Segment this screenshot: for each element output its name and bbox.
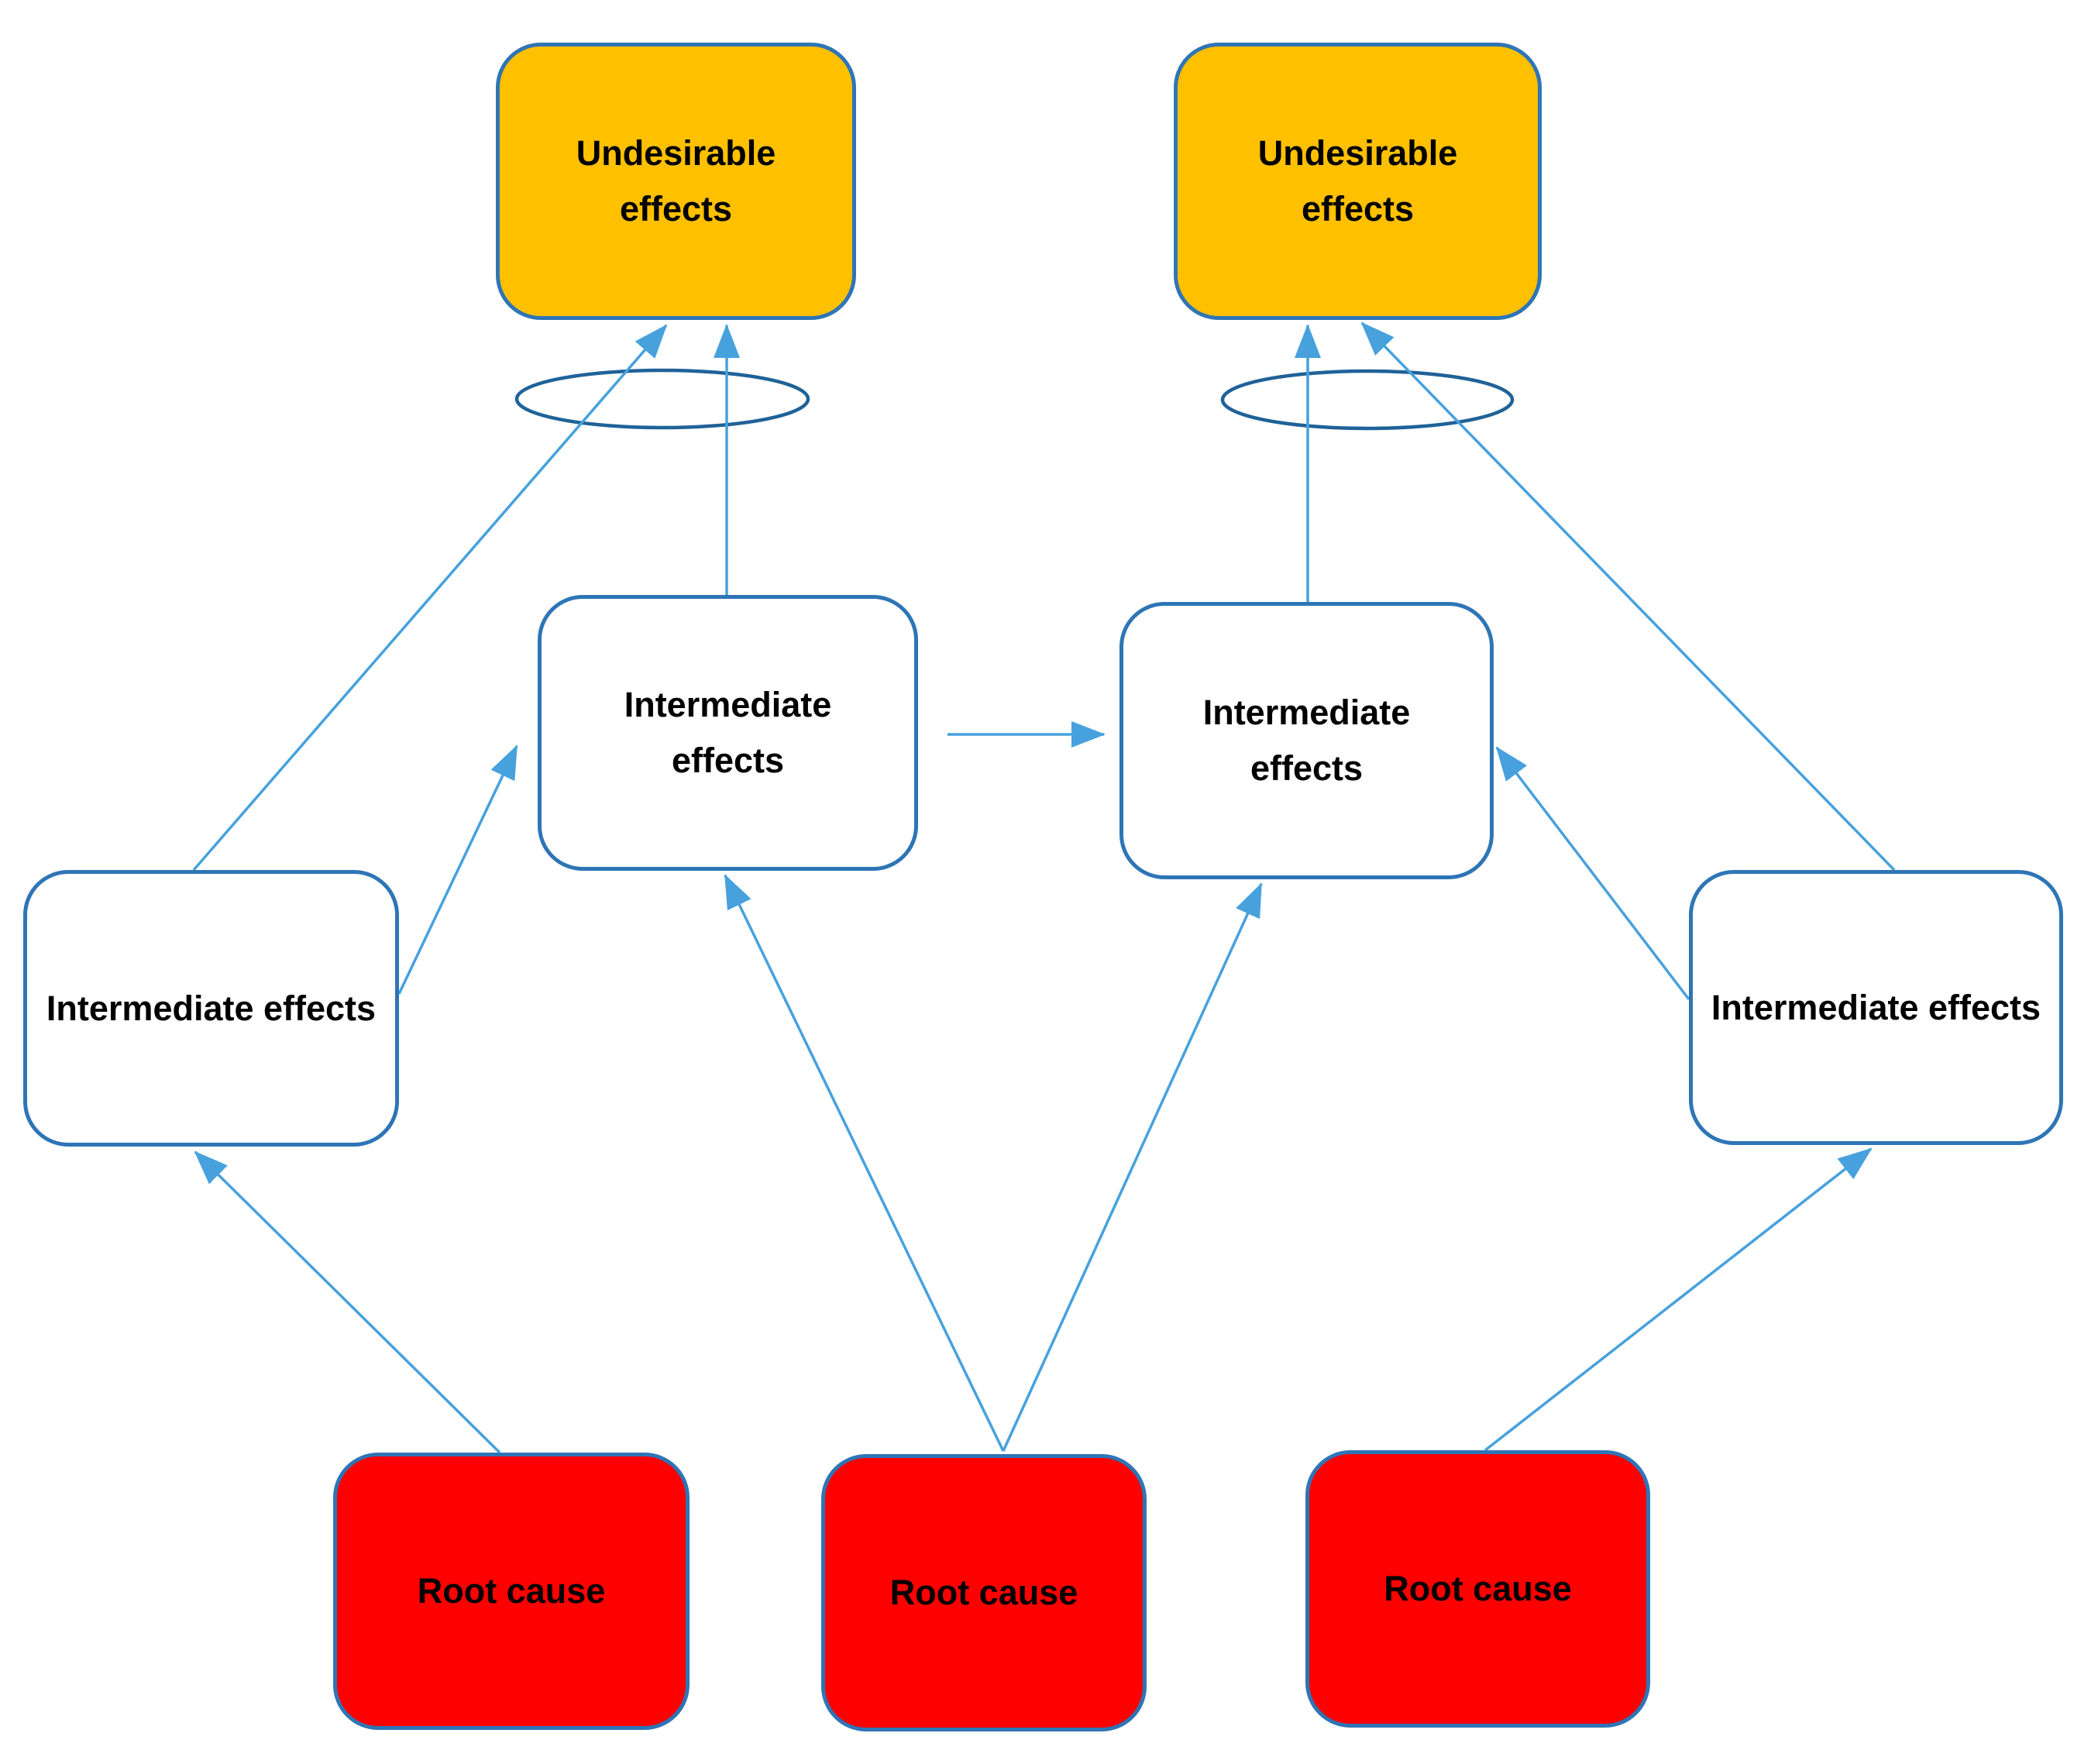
node-root-cause-center: Root cause — [821, 1454, 1147, 1731]
node-label: Root cause — [417, 1571, 606, 1611]
and-junction-ellipse-right — [1220, 369, 1515, 431]
node-undesirable-effects-left: Undesirable effects — [496, 43, 856, 320]
node-label: Intermediate effects — [1711, 987, 2041, 1027]
edge-int-outer-right-to-ude-right — [1360, 322, 1896, 872]
edge-root-center-to-int-mid-left — [724, 874, 1005, 1452]
node-undesirable-effects-right: Undesirable effects — [1174, 43, 1542, 320]
node-label: Undesirable effects — [1257, 133, 1458, 229]
node-label: Root cause — [1384, 1569, 1572, 1608]
node-intermediate-effects-mid-left: Intermediate effects — [538, 595, 918, 871]
node-intermediate-effects-outer-right: Intermediate effects — [1689, 870, 2063, 1145]
node-label: Intermediate effects — [46, 988, 377, 1028]
edge-int-outer-right-to-int-mid-right — [1495, 746, 1690, 1001]
node-root-cause-left: Root cause — [333, 1453, 690, 1730]
edge-int-outer-left-to-int-mid-left — [397, 744, 518, 995]
node-intermediate-effects-mid-right: Intermediate effects — [1119, 602, 1494, 879]
edge-root-center-to-int-mid-right — [1002, 882, 1263, 1452]
node-label: Intermediate effects — [624, 685, 832, 780]
node-intermediate-effects-outer-left: Intermediate effects — [23, 870, 399, 1147]
node-label: Root cause — [889, 1573, 1078, 1612]
node-label: Intermediate effects — [1202, 693, 1411, 788]
edge-root-left-to-int-outer-left — [194, 1150, 501, 1454]
and-junction-ellipse-left — [514, 368, 810, 430]
node-label: Undesirable effects — [576, 133, 776, 229]
edge-root-right-to-int-outer-right — [1484, 1147, 1873, 1452]
edge-int-outer-left-to-ude-left — [192, 324, 668, 872]
node-root-cause-right: Root cause — [1305, 1450, 1650, 1728]
